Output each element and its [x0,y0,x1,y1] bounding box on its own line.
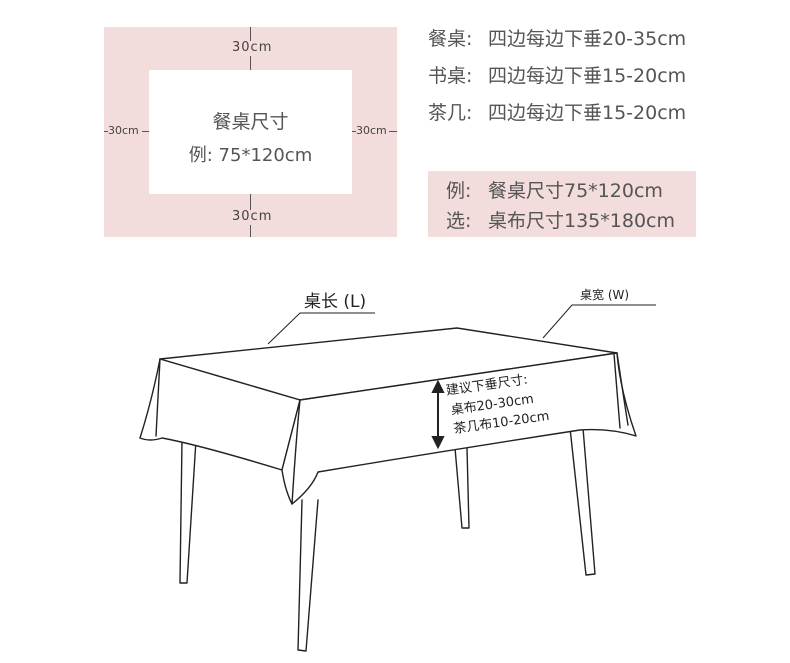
top-tick [250,27,251,41]
top-tick-lower [250,56,251,70]
example-row-table: 例: 餐桌尺寸75*120cm [446,176,663,203]
spec-name: 茶几: [428,102,473,124]
overhang-top-label: 30cm [232,40,273,55]
overhang-left-label: 30cm [108,124,139,138]
middle-leg [454,447,470,529]
dimension-example: 例: 75*120cm [188,145,313,166]
drape-fold-right2 [613,353,621,429]
table-illustration: 桌长 (L) 桌宽 (W) 建议下垂尺寸: 桌布20-30cm 茶几布10-20… [139,287,656,652]
front-leg [297,499,319,652]
right-tick [389,131,397,132]
back-left-leg [179,439,197,584]
left-tick [104,131,108,132]
example-value: 桌布尺寸135*180cm [488,210,675,232]
right-tick-inner [352,131,356,132]
overhang-bottom-label: 30cm [232,209,273,224]
bottom-tick [250,225,251,237]
bottom-tick-upper [250,194,251,210]
drop-arrow-up [431,379,445,393]
spec-value: 四边每边下垂20-35cm [488,28,687,50]
example-box: 例: 餐桌尺寸75*120cm 选: 桌布尺寸135*180cm [428,171,696,237]
spec-row-dining-table: 餐桌: 四边每边下垂20-35cm [428,24,686,61]
spec-name: 书桌: [428,65,473,87]
width-leader [542,304,656,339]
spec-name: 餐桌: [428,28,473,50]
spec-value: 四边每边下垂15-20cm [488,65,687,87]
left-drape [139,358,301,471]
drop-arrow-down [431,436,445,450]
example-label: 例: [446,180,472,202]
example-label: 选: [446,210,472,232]
spec-row-desk: 书桌: 四边每边下垂15-20cm [428,61,686,98]
drape-fold-left [155,358,161,437]
example-value: 餐桌尺寸75*120cm [488,180,663,202]
left-tick-inner [142,131,149,132]
dimension-diagram: 餐桌尺寸 例: 75*120cm 30cm 30cm 30cm 30cm [104,27,397,237]
dimension-title: 餐桌尺寸 [212,111,289,133]
drape-fold-right [616,352,629,426]
spec-value: 四边每边下垂15-20cm [488,102,687,124]
length-label: 桌长 (L) [304,292,366,312]
example-row-cloth: 选: 桌布尺寸135*180cm [446,206,675,233]
drape-fold-front [291,399,301,505]
overhang-right-label: 30cm [356,124,387,138]
back-right-leg [569,427,596,576]
table-top-area: 餐桌尺寸 例: 75*120cm [149,70,352,194]
width-label: 桌宽 (W) [580,287,629,302]
spec-row-coffee-table: 茶几: 四边每边下垂15-20cm [428,98,686,135]
length-leader [267,312,375,345]
drop-spec-list: 餐桌: 四边每边下垂20-35cm 书桌: 四边每边下垂15-20cm 茶几: 四边每… [428,24,686,135]
